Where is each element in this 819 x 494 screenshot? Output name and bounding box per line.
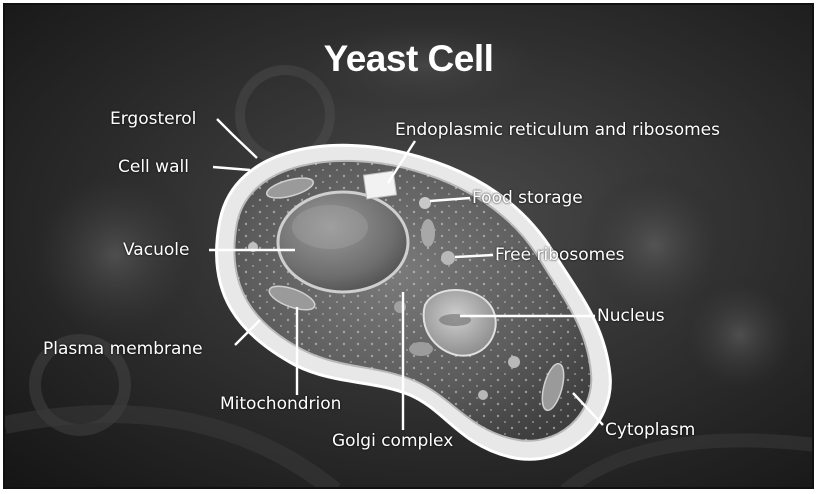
label-golgi-complex: Golgi complex [332, 431, 453, 451]
label-mitochondrion: Mitochondrion [220, 394, 341, 414]
label-cell-wall: Cell wall [118, 157, 189, 177]
label-cytoplasm: Cytoplasm [605, 420, 695, 440]
label-vacuole: Vacuole [123, 240, 189, 260]
yeast-cell-diagram: Yeast Cell [3, 3, 814, 489]
label-ergosterol: Ergosterol [110, 109, 196, 129]
label-plasma-membrane: Plasma membrane [43, 339, 203, 359]
label-food-storage: Food storage [472, 188, 583, 208]
label-free-ribosomes: Free ribosomes [495, 245, 625, 265]
label-er-ribosomes: Endoplasmic reticulum and ribosomes [395, 120, 720, 140]
er-shape [363, 171, 396, 199]
label-nucleus: Nucleus [597, 306, 665, 326]
